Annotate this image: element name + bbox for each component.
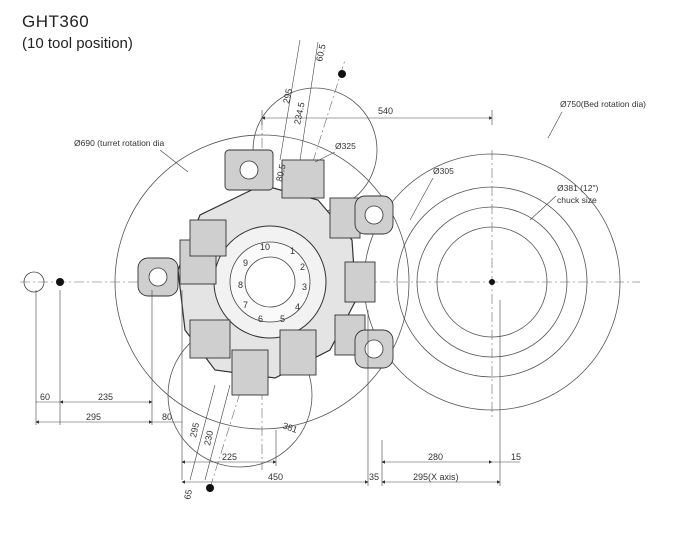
dimension-texts: 540 60.5 295 234.5 80.5 60 235 295 80 38…: [40, 43, 521, 500]
turret-numbers: 1 2 3 4 5 6 7 8 9 10: [238, 242, 307, 324]
dim-80: 80: [162, 412, 172, 422]
turret-number-3: 3: [302, 282, 307, 292]
turret-number-4: 4: [295, 302, 300, 312]
turret-number-9: 9: [243, 258, 248, 268]
dim-15: 15: [511, 452, 521, 462]
dim-295-left: 295: [86, 412, 101, 422]
dim-295-top: 295: [281, 88, 294, 105]
dim-225: 225: [222, 452, 237, 462]
center-marks: [23, 70, 495, 492]
dim-295-x-axis: 295(X axis): [413, 472, 459, 482]
diagram-title: GHT360: [22, 12, 90, 31]
dimension-lines: [35, 39, 520, 486]
turret-number-2: 2: [300, 262, 305, 272]
label-325: Ø325: [335, 141, 356, 151]
dim-60-5: 60.5: [314, 43, 327, 62]
dim-540: 540: [378, 106, 393, 116]
dim-35: 35: [369, 472, 379, 482]
turret-number-7: 7: [243, 300, 248, 310]
label-bed-dia: Ø750(Bed rotation dia): [560, 99, 646, 109]
turret-number-8: 8: [238, 280, 243, 290]
dim-65: 65: [182, 489, 194, 501]
leader-labels: Ø690 (turret rotation dia Ø750(Bed rotat…: [74, 99, 646, 221]
tool-holders: [137, 149, 394, 396]
dim-450: 450: [268, 472, 283, 482]
turret-number-1: 1: [290, 246, 295, 256]
dim-60: 60: [40, 392, 50, 402]
turret-number-6: 6: [258, 314, 263, 324]
dim-235: 235: [98, 392, 113, 402]
turret-number-5: 5: [280, 314, 285, 324]
turret-number-10: 10: [260, 242, 270, 252]
label-305: Ø305: [433, 166, 454, 176]
dim-80-5: 80.5: [274, 163, 287, 182]
tool-holder-bores: [148, 160, 384, 359]
label-chuck-size: chuck size: [557, 195, 597, 205]
label-turret-dia: Ø690 (turret rotation dia: [74, 138, 165, 148]
dim-295-low: 295: [188, 422, 201, 439]
dim-230: 230: [202, 430, 215, 447]
dim-280: 280: [428, 452, 443, 462]
diagram-subtitle: (10 tool position): [22, 35, 133, 52]
label-chuck-dia: Ø381 (12"): [557, 183, 598, 193]
dim-234-5: 234.5: [292, 101, 306, 125]
dim-381: 381: [281, 420, 299, 435]
